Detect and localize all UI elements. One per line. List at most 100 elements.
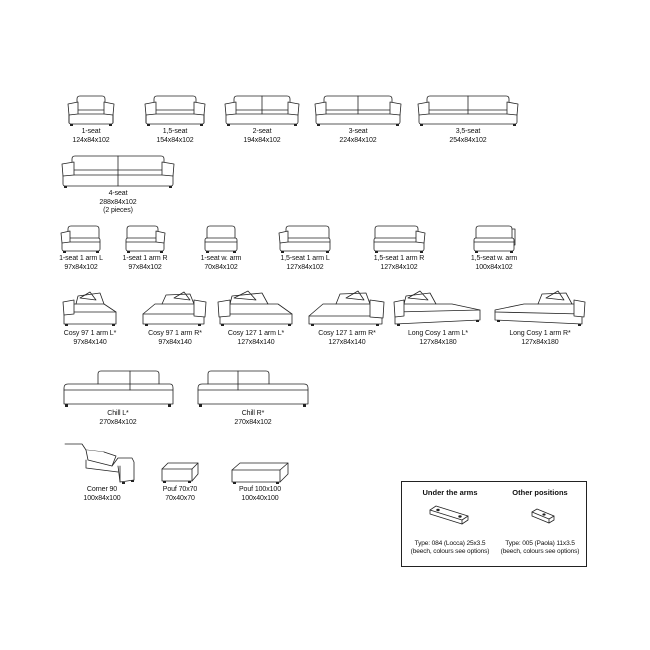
item-chill-l-name: Chill L* bbox=[107, 410, 129, 417]
item-cosy-97-1-arm-r-name: Cosy 97 1 arm R* bbox=[148, 330, 202, 337]
sofa-long-cosy-1-arm-r-drawing bbox=[494, 290, 586, 326]
item-1-5-seat-dimensions: 154x84x102 bbox=[156, 136, 194, 144]
other-positions-description: Type: 005 (Paola) 11x3.5 (beech, colours… bbox=[494, 540, 586, 556]
sofa-cosy-97-1-arm-l-drawing bbox=[62, 291, 117, 326]
item-chill-l: Chill L* 270x84x102 bbox=[60, 368, 176, 427]
item-2-seat-name: 2-seat bbox=[252, 128, 272, 135]
item-cosy-97-1-arm-r-dimensions: 97x84x140 bbox=[158, 338, 192, 346]
item-1-seat-w-arm: 1-seat w. arm 70x84x102 bbox=[200, 223, 242, 272]
item-1-5-seat-1-arm-l-caption: 1,5-seat 1 arm L 127x84x102 bbox=[276, 255, 334, 272]
sofa-cosy-97-1-arm-r-drawing bbox=[142, 291, 207, 326]
item-3-5-seat-name: 3,5-seat bbox=[455, 128, 481, 135]
item-1-seat-1-arm-l: 1-seat 1 arm L 97x84x102 bbox=[58, 223, 104, 272]
leg-type-084-icon bbox=[429, 505, 469, 525]
item-corner-90-caption: Corner 90 100x84x100 bbox=[62, 486, 142, 503]
item-4-seat: 4-seat 288x84x102 (2 pieces) bbox=[60, 152, 176, 216]
sofa-cosy-127-1-arm-r-drawing bbox=[308, 290, 385, 326]
item-2-seat: 2-seat 194x84x102 bbox=[223, 92, 301, 145]
item-cosy-97-1-arm-l: Cosy 97 1 arm L* 97x84x140 bbox=[60, 288, 120, 347]
item-1-5-seat-1-arm-r-caption: 1,5-seat 1 arm R 127x84x102 bbox=[370, 255, 428, 272]
sofa-3-5-seat-drawing bbox=[417, 95, 519, 126]
item-3-seat-name: 3-seat bbox=[348, 128, 368, 135]
item-long-cosy-1-arm-l-caption: Long Cosy 1 arm L* 127x84x180 bbox=[392, 330, 484, 347]
item-4-seat-name: 4-seat bbox=[108, 190, 128, 197]
item-cosy-127-1-arm-l-dimensions: 127x84x140 bbox=[237, 338, 275, 346]
item-chill-r-caption: Chill R* 270x84x102 bbox=[194, 410, 312, 427]
item-2-seat-dimensions: 194x84x102 bbox=[243, 136, 281, 144]
item-pouf-70x70-dimensions: 70x40x70 bbox=[165, 494, 195, 502]
item-cosy-97-1-arm-l-name: Cosy 97 1 arm L* bbox=[63, 330, 117, 337]
item-1-seat-1-arm-l-name: 1-seat 1 arm L bbox=[59, 255, 103, 262]
item-cosy-127-1-arm-r: Cosy 127 1 arm R* 127x84x140 bbox=[306, 288, 388, 347]
sofa-1-5-seat-w-arm-drawing bbox=[473, 225, 516, 253]
item-chill-l-caption: Chill L* 270x84x102 bbox=[60, 410, 176, 427]
sofa-1-seat-drawing bbox=[67, 95, 115, 126]
under-arms-title: Under the arms bbox=[422, 488, 478, 497]
item-cosy-97-1-arm-l-caption: Cosy 97 1 arm L* 97x84x140 bbox=[60, 330, 120, 347]
item-4-seat-note: (2 pieces) bbox=[103, 207, 133, 214]
item-long-cosy-1-arm-l-dimensions: 127x84x180 bbox=[419, 338, 457, 346]
item-4-seat-caption: 4-seat 288x84x102 (2 pieces) bbox=[60, 190, 176, 216]
item-3-5-seat-caption: 3,5-seat 254x84x102 bbox=[416, 128, 520, 145]
item-1-seat-dimensions: 124x84x102 bbox=[72, 136, 110, 144]
sofa-4-seat-drawing bbox=[61, 155, 175, 188]
leg-types-legend: Under the arms Other positions Type: 084… bbox=[401, 481, 587, 567]
sofa-1-5-seat-1-arm-l-drawing bbox=[278, 225, 331, 253]
sofa-chill-r-drawing bbox=[197, 370, 309, 407]
pouf-70x70-drawing bbox=[161, 462, 199, 483]
item-chill-l-dimensions: 270x84x102 bbox=[99, 418, 137, 426]
other-positions-type: Type: 005 (Paola) 11x3.5 bbox=[505, 540, 575, 547]
item-long-cosy-1-arm-r-name: Long Cosy 1 arm R* bbox=[509, 330, 571, 337]
sofa-3-seat-drawing bbox=[314, 95, 402, 126]
item-chill-r-name: Chill R* bbox=[241, 410, 265, 417]
item-1-5-seat-1-arm-r: 1,5-seat 1 arm R 127x84x102 bbox=[370, 223, 428, 272]
item-pouf-100x100-caption: Pouf 100x100 100x40x100 bbox=[228, 486, 292, 503]
under-arms-description: Type: 084 (Locca) 25x3.5 (beech, colours… bbox=[404, 540, 496, 556]
item-corner-90-dimensions: 100x84x100 bbox=[83, 494, 121, 502]
pouf-100x100-drawing bbox=[231, 462, 289, 484]
item-1-5-seat: 1,5-seat 154x84x102 bbox=[143, 92, 207, 145]
item-1-5-seat-w-arm-name: 1,5-seat w. arm bbox=[470, 255, 518, 262]
item-long-cosy-1-arm-r-dimensions: 127x84x180 bbox=[521, 338, 559, 346]
item-1-seat-w-arm-dimensions: 70x84x102 bbox=[204, 263, 238, 271]
sofa-2-seat-drawing bbox=[224, 95, 300, 126]
item-1-seat-caption: 1-seat 124x84x102 bbox=[66, 128, 116, 145]
item-1-seat: 1-seat 124x84x102 bbox=[66, 92, 116, 145]
item-1-5-seat-1-arm-l-name: 1,5-seat 1 arm L bbox=[280, 255, 330, 262]
item-1-seat-1-arm-r-name: 1-seat 1 arm R bbox=[122, 255, 168, 262]
item-3-5-seat: 3,5-seat 254x84x102 bbox=[416, 92, 520, 145]
item-1-seat-w-arm-name: 1-seat w. arm bbox=[200, 255, 242, 262]
item-1-5-seat-w-arm: 1,5-seat w. arm 100x84x102 bbox=[466, 223, 522, 272]
item-chill-r: Chill R* 270x84x102 bbox=[194, 368, 312, 427]
item-pouf-100x100: Pouf 100x100 100x40x100 bbox=[228, 460, 292, 503]
item-1-5-seat-caption: 1,5-seat 154x84x102 bbox=[143, 128, 207, 145]
sofa-long-cosy-1-arm-l-drawing bbox=[393, 290, 481, 326]
item-chill-r-dimensions: 270x84x102 bbox=[234, 418, 272, 426]
item-cosy-127-1-arm-l-name: Cosy 127 1 arm L* bbox=[227, 330, 285, 337]
item-cosy-97-1-arm-l-dimensions: 97x84x140 bbox=[73, 338, 107, 346]
other-positions-title: Other positions bbox=[512, 488, 568, 497]
item-pouf-70x70: Pouf 70x70 70x40x70 bbox=[158, 460, 202, 503]
item-pouf-100x100-name: Pouf 100x100 bbox=[238, 486, 281, 493]
other-positions-note: (beech, colours see options) bbox=[500, 548, 580, 555]
sofa-chill-l-drawing bbox=[63, 370, 174, 407]
item-1-seat-1-arm-r-dimensions: 97x84x102 bbox=[128, 263, 162, 271]
item-cosy-97-1-arm-r-caption: Cosy 97 1 arm R* 97x84x140 bbox=[140, 330, 210, 347]
item-1-5-seat-1-arm-r-name: 1,5-seat 1 arm R bbox=[373, 255, 425, 262]
item-1-5-seat-w-arm-dimensions: 100x84x102 bbox=[475, 263, 513, 271]
item-cosy-127-1-arm-r-caption: Cosy 127 1 arm R* 127x84x140 bbox=[306, 330, 388, 347]
item-corner-90: Corner 90 100x84x100 bbox=[62, 440, 142, 503]
item-3-5-seat-dimensions: 254x84x102 bbox=[449, 136, 487, 144]
sofa-cosy-127-1-arm-l-drawing bbox=[217, 290, 293, 326]
item-1-seat-1-arm-r: 1-seat 1 arm R 97x84x102 bbox=[122, 223, 168, 272]
item-corner-90-name: Corner 90 bbox=[86, 486, 118, 493]
item-cosy-127-1-arm-l: Cosy 127 1 arm L* 127x84x140 bbox=[216, 288, 296, 347]
under-arms-type: Type: 084 (Locca) 25x3.5 bbox=[414, 540, 486, 547]
sofa-1-5-seat-1-arm-r-drawing bbox=[373, 225, 426, 253]
leg-type-005-icon bbox=[531, 508, 555, 524]
item-3-seat: 3-seat 224x84x102 bbox=[313, 92, 403, 145]
item-1-5-seat-w-arm-caption: 1,5-seat w. arm 100x84x102 bbox=[466, 255, 522, 272]
item-2-seat-caption: 2-seat 194x84x102 bbox=[223, 128, 301, 145]
item-1-seat-w-arm-caption: 1-seat w. arm 70x84x102 bbox=[200, 255, 242, 272]
